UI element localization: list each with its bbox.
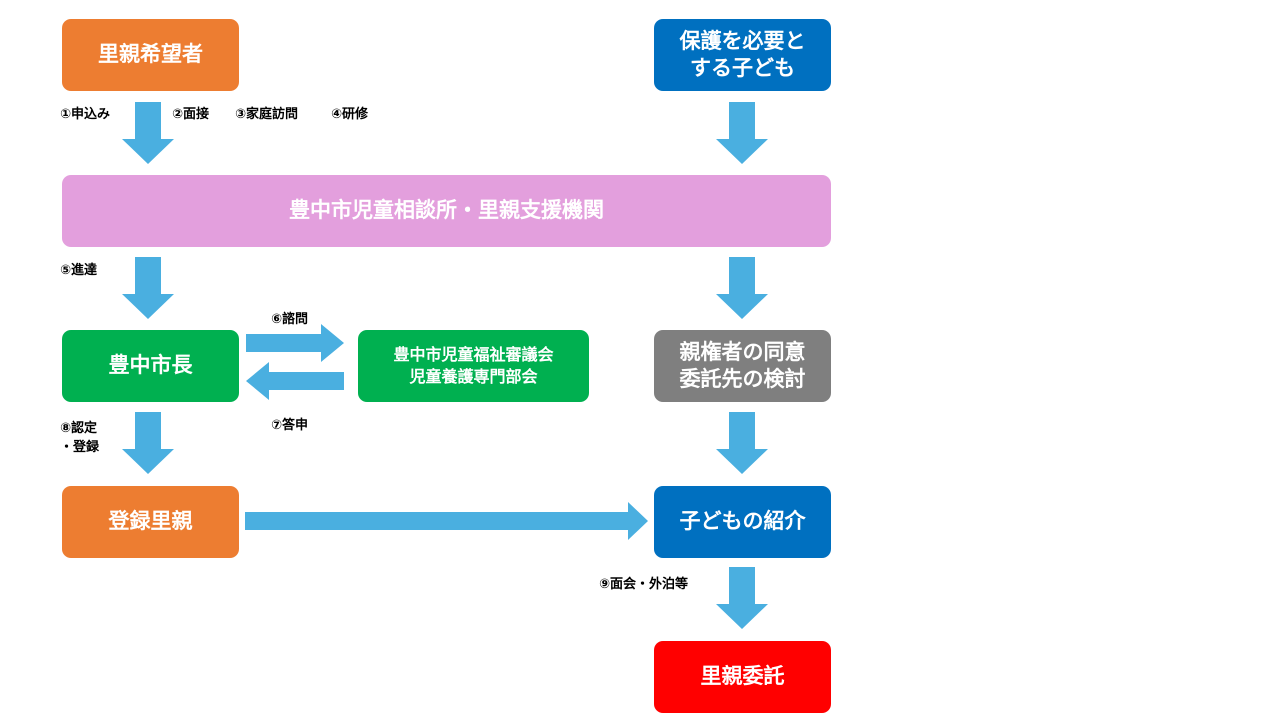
child-label-line2: する子ども <box>690 56 795 80</box>
step1-label: ①申込み <box>60 107 111 122</box>
arrow-agency-to-consent <box>716 257 768 319</box>
step8-label-line1: ⑧認定 <box>60 421 98 436</box>
introduction-box: 子どもの紹介 <box>654 486 831 558</box>
agency-label: 豊中市児童相談所・里親支援機関 <box>289 198 604 223</box>
arrow-child-to-agency <box>716 102 768 164</box>
step6-label: ⑥諮問 <box>271 312 309 327</box>
child-box: 保護を必要と する子ども <box>654 19 831 91</box>
registered-box: 登録里親 <box>62 486 239 558</box>
child-label-line1: 保護を必要と <box>679 28 806 53</box>
arrow-agency-to-mayor <box>122 257 174 319</box>
agency-box: 豊中市児童相談所・里親支援機関 <box>62 175 831 247</box>
mayor-box: 豊中市長 <box>62 330 239 402</box>
consent-box: 親権者の同意 委託先の検討 <box>654 330 831 402</box>
arrow-consent-to-introduction <box>716 412 768 474</box>
council-label-line2: 児童養護専門部会 <box>409 367 538 386</box>
mayor-label: 豊中市長 <box>108 353 193 378</box>
arrow-applicant-to-agency <box>122 102 174 164</box>
arrow-council-to-mayor <box>246 362 344 400</box>
arrow-registered-to-introduction <box>245 502 648 540</box>
applicant-label: 里親希望者 <box>98 42 203 67</box>
step9-label: ⑨面会・外泊等 <box>599 577 689 592</box>
applicant-box: 里親希望者 <box>62 19 239 91</box>
arrow-mayor-to-registered <box>122 412 174 474</box>
registered-label: 登録里親 <box>108 509 193 534</box>
arrow-introduction-to-entrust <box>716 567 768 629</box>
step7-label: ⑦答申 <box>271 418 309 433</box>
entrust-box: 里親委託 <box>654 641 831 713</box>
step5-label: ⑤進達 <box>60 263 98 278</box>
consent-label-line2: 委託先の検討 <box>679 367 806 391</box>
council-label-line1: 豊中市児童福祉審議会 <box>393 345 554 365</box>
consent-label-line1: 親権者の同意 <box>679 339 806 364</box>
step8-label: ⑧認定 ・登録 <box>60 420 99 458</box>
step3-label: ③家庭訪問 <box>235 107 299 122</box>
introduction-label: 子どもの紹介 <box>679 509 806 534</box>
arrow-mayor-to-council <box>246 324 344 362</box>
step4-label: ④研修 <box>331 107 369 122</box>
entrust-label: 里親委託 <box>700 664 785 689</box>
council-box: 豊中市児童福祉審議会 児童養護専門部会 <box>358 330 589 402</box>
step2-label: ②面接 <box>172 107 210 122</box>
step8-label-line2: ・登録 <box>60 439 100 455</box>
